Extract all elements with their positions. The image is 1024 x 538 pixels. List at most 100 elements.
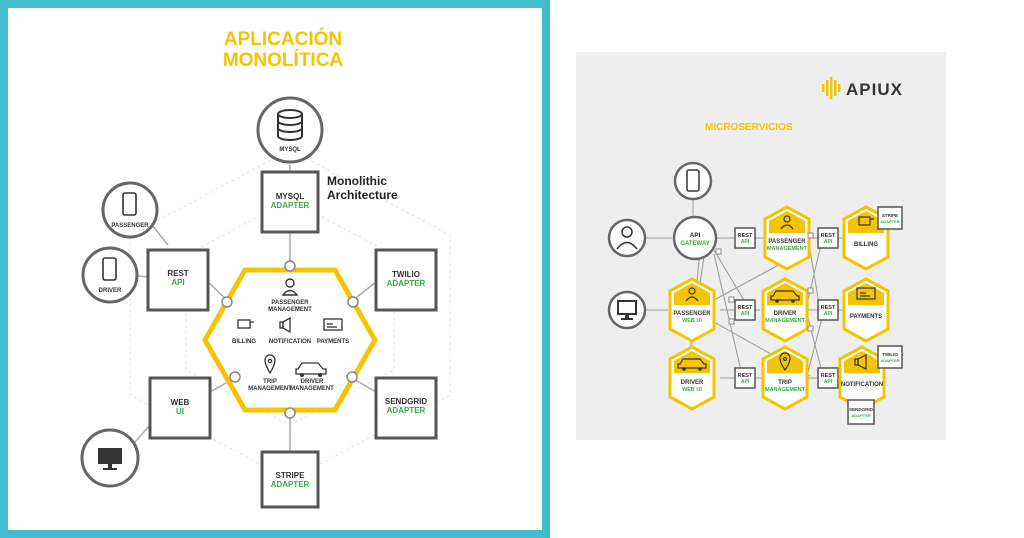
driver-management-service: DRIVER MANAGEMENT bbox=[761, 277, 809, 343]
credit-card-icon bbox=[323, 318, 343, 331]
billing-label: BILLING bbox=[854, 242, 878, 248]
twilio-adapter-box-micro: TWILIO ADAPTER bbox=[877, 345, 903, 369]
api-gateway-name: API bbox=[690, 232, 701, 239]
rest-api-name: REST bbox=[738, 305, 753, 311]
payments-service: PAYMENTS bbox=[842, 277, 890, 343]
stripe-sub: ADAPTER bbox=[880, 219, 899, 224]
twilio-name: TWILIO bbox=[392, 270, 420, 279]
rest-api-sub: API bbox=[824, 311, 833, 317]
person-icon bbox=[281, 278, 299, 296]
port-lower-left bbox=[229, 371, 241, 383]
sendgrid-adapter-box-micro: SENDGRID ADAPTER bbox=[847, 399, 875, 425]
core-passenger-label-1: PASSENGER bbox=[271, 300, 309, 306]
rest-api-sub: API bbox=[171, 278, 184, 287]
core-driver-label-2: MANAGEMENT bbox=[290, 386, 334, 392]
api-gateway-node: API GATEWAY bbox=[672, 215, 718, 261]
driver-web-ui-service: DRIVER WEB UI bbox=[668, 345, 716, 411]
trip-mgmt-name: TRIP bbox=[778, 380, 792, 386]
rest-api-sub: API bbox=[741, 379, 750, 385]
port-lower-right bbox=[346, 371, 358, 383]
mobile-client-node bbox=[673, 161, 713, 201]
core-trip-label-1: TRIP bbox=[263, 379, 277, 385]
person-icon bbox=[780, 215, 794, 230]
rest-api-box-4: REST API bbox=[817, 299, 839, 321]
rest-api-name: REST bbox=[738, 373, 753, 379]
credit-card-icon bbox=[856, 287, 876, 300]
car-icon bbox=[295, 362, 327, 377]
rest-api-sub: API bbox=[824, 379, 833, 385]
rest-api-sub: API bbox=[741, 239, 750, 245]
web-ui-box: WEB UI bbox=[148, 376, 212, 440]
mysql-adapter-sub: ADAPTER bbox=[271, 201, 310, 210]
mailbox-icon bbox=[858, 216, 874, 226]
passenger-web-ui-service: PASSENGER WEB UI bbox=[668, 277, 716, 343]
monitor-icon bbox=[617, 300, 637, 320]
rest-api-name: REST bbox=[167, 269, 188, 278]
monitor-icon bbox=[98, 448, 122, 470]
mobile-phone-icon bbox=[102, 257, 117, 281]
rest-api-sub: API bbox=[741, 311, 750, 317]
port-upper-left bbox=[221, 296, 233, 308]
passenger-web-name: PASSENGER bbox=[673, 311, 711, 317]
stripe-adapter-box-micro: STRIPE ADAPTER bbox=[877, 206, 903, 230]
map-pin-icon bbox=[779, 352, 791, 372]
api-gateway-sub: GATEWAY bbox=[680, 241, 709, 247]
twilio-adapter-box: TWILIO ADAPTER bbox=[374, 248, 438, 312]
sendgrid-sub: ADAPTER bbox=[851, 413, 870, 418]
stripe-name: STRIPE bbox=[276, 471, 306, 480]
driver-mgmt-sub: MANAGEMENT bbox=[765, 318, 806, 324]
driver-mgmt-name: DRIVER bbox=[774, 311, 797, 317]
notification-label: NOTIFICATION bbox=[841, 382, 883, 388]
mobile-phone-icon bbox=[686, 169, 700, 192]
architecture-caption-line1: Monolithic bbox=[327, 174, 387, 188]
monolith-title-line2: MONOLÍTICA bbox=[223, 49, 344, 71]
rest-api-name: REST bbox=[821, 373, 836, 379]
apiux-logo: APIUX bbox=[822, 77, 903, 99]
sendgrid-adapter-box: SENDGRID ADAPTER bbox=[374, 376, 438, 440]
megaphone-icon bbox=[854, 354, 867, 370]
twilio-sub: ADAPTER bbox=[880, 358, 899, 363]
connection-squares bbox=[715, 232, 814, 332]
sendgrid-sub: ADAPTER bbox=[387, 406, 426, 415]
car-icon bbox=[770, 290, 800, 303]
rest-api-box-1: REST API bbox=[734, 227, 756, 249]
user-icon bbox=[616, 226, 638, 250]
core-billing-label: BILLING bbox=[232, 339, 256, 345]
rest-api-name: REST bbox=[821, 305, 836, 311]
rest-api-name: REST bbox=[738, 233, 753, 239]
sendgrid-name: SENDGRID bbox=[385, 397, 427, 406]
core-driver-label-1: DRIVER bbox=[301, 379, 324, 385]
port-bottom bbox=[284, 407, 296, 419]
megaphone-icon bbox=[279, 316, 291, 334]
monolith-title-line1: APLICACIÓN bbox=[224, 28, 342, 50]
port-upper-right bbox=[347, 296, 359, 308]
port-top bbox=[284, 260, 296, 272]
rest-api-box-5: REST API bbox=[734, 367, 756, 389]
rest-api-box-2: REST API bbox=[817, 227, 839, 249]
driver-client-node: DRIVER bbox=[81, 246, 139, 304]
map-pin-icon bbox=[264, 354, 276, 375]
trip-mgmt-sub: MANAGEMENT bbox=[765, 387, 806, 393]
mailbox-icon bbox=[237, 319, 254, 329]
mysql-adapter-box: MYSQL ADAPTER bbox=[260, 170, 320, 234]
driver-client-label: DRIVER bbox=[99, 288, 122, 294]
billing-service: BILLING bbox=[842, 205, 890, 271]
passenger-client-label: PASSENGER bbox=[111, 223, 149, 229]
core-passenger-label-2: MANAGEMENT bbox=[268, 307, 312, 313]
notification-service: NOTIFICATION bbox=[838, 345, 886, 411]
apiux-brand-text: APIUX bbox=[846, 80, 903, 99]
mysql-adapter-name: MYSQL bbox=[276, 192, 305, 201]
monolith-core-hexagon: PASSENGER MANAGEMENT BILLING NOTIFICATIO… bbox=[202, 260, 378, 419]
apiux-logo-icon bbox=[822, 77, 841, 99]
rest-api-sub: API bbox=[824, 239, 833, 245]
car-icon bbox=[677, 358, 707, 371]
mysql-database-node: MYSQL bbox=[256, 96, 324, 164]
passenger-mgmt-name: PASSENGER bbox=[768, 239, 806, 245]
stripe-name: STRIPE bbox=[882, 213, 898, 218]
passenger-client-node: PASSENGER bbox=[101, 181, 159, 239]
passenger-management-service: PASSENGER MANAGEMENT bbox=[763, 205, 811, 271]
user-client-node bbox=[607, 218, 647, 258]
desktop-client-node bbox=[80, 428, 140, 488]
stripe-adapter-box: STRIPE ADAPTER bbox=[260, 450, 320, 509]
rest-api-box: REST API bbox=[146, 248, 210, 312]
